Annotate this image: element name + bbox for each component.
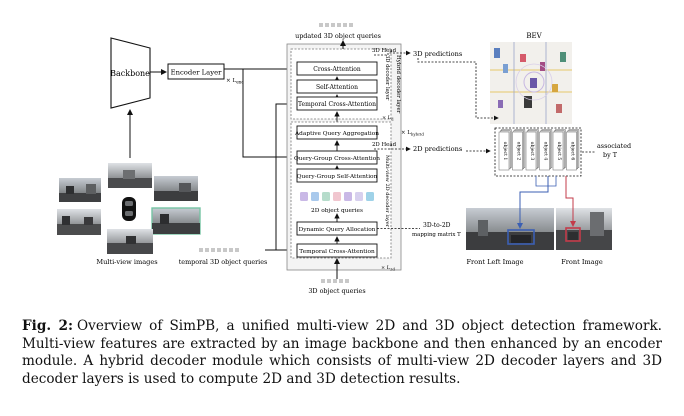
caption-text: Overview of SimPB, a unified multi-view …	[22, 318, 663, 387]
object-card: object 5	[552, 129, 566, 171]
query-2d-token	[311, 192, 319, 201]
front-left-image-label: Front Left Image	[466, 258, 523, 266]
temporal-cross-attention-bottom-block: Temporal Cross-Attention	[296, 243, 378, 258]
decoder-3d-layer-label: 3D decoder layer	[384, 55, 390, 101]
decoder-2d-layer-label: Multi-view 2D decoder layer	[384, 155, 390, 228]
pred-3d-label: 3D predictions	[413, 50, 463, 58]
encoder-layer-label: Encoder Layer	[171, 69, 222, 77]
front-image-label: Front Image	[561, 258, 603, 266]
multi-view-images-label: Multi-view images	[96, 258, 158, 266]
encoder-to-query-group-arrow	[242, 69, 296, 160]
object-label: object 1	[502, 142, 508, 161]
front-detection-box	[565, 227, 581, 242]
query-2d-token	[344, 192, 352, 201]
camera-image-4	[57, 209, 101, 235]
camera-image-5	[151, 207, 201, 235]
object-groups: object 1 object 2 object 3 object 4 object 5…	[494, 127, 582, 177]
encoder-layer-block: Encoder Layer × Lenc	[167, 63, 244, 85]
query-2d-token	[333, 192, 341, 201]
self-attention-block: Self-Attention	[296, 79, 378, 94]
figure-caption: Fig. 2:Overview of SimPB, a unified mult…	[22, 318, 662, 388]
front-image	[556, 208, 612, 250]
backbone-label: Backbone	[110, 69, 150, 78]
pred-2d-label: 2D predictions	[413, 145, 463, 153]
multi-view-images: Multi-view images	[57, 163, 201, 266]
hybrid-decoder-label: Hybrid decoder layer	[395, 55, 401, 114]
association-red-line	[565, 176, 576, 227]
query-group-self-attention-block: Query-Group Self-Attention	[296, 168, 378, 183]
front-left-image	[466, 208, 554, 250]
front-left-detection-box	[507, 229, 535, 245]
bev-panel: BEV	[490, 32, 572, 124]
queries-3d-bottom: 3D object queries	[308, 279, 366, 295]
head-2d-label: 2D Head	[372, 142, 397, 148]
temporal-queries-label: temporal 3D object queries	[179, 258, 268, 266]
queries-3d-bottom-label: 3D object queries	[308, 287, 365, 295]
camera-image-3	[154, 176, 198, 201]
backbone-block: Backbone	[110, 37, 151, 109]
head-3d-label: 3D Head	[372, 48, 397, 54]
object-card: object 4	[539, 129, 553, 171]
repeat-ld: × Ld	[382, 115, 394, 121]
svg-text:Cross-Attention: Cross-Attention	[313, 66, 361, 73]
dynamic-query-allocation-block: Dynamic Query Allocation	[296, 221, 378, 236]
query-2d-token	[355, 192, 363, 201]
query-2d-token	[300, 192, 308, 201]
associated-label-2: by T	[603, 151, 618, 159]
camera-image-2	[108, 163, 152, 188]
object-label: object 6	[570, 142, 576, 161]
svg-text:Self-Attention: Self-Attention	[316, 84, 358, 91]
pred3d-to-bev-arrow	[417, 58, 499, 121]
object-label: object 4	[543, 142, 549, 161]
cross-attention-block: Cross-Attention	[296, 61, 378, 76]
mapping-title: 3D-to-2D	[423, 222, 451, 229]
associated-label: associated	[597, 142, 631, 150]
svg-text:Temporal Cross-Attention: Temporal Cross-Attention	[298, 101, 376, 108]
svg-text:Temporal Cross-Attention: Temporal Cross-Attention	[299, 249, 375, 255]
svg-text:Dynamic Query Allocation: Dynamic Query Allocation	[299, 227, 376, 233]
object-card: object 1	[498, 129, 512, 171]
svg-text:Query-Group Cross-Attention: Query-Group Cross-Attention	[294, 156, 380, 162]
svg-text:Query-Group Self-Attention: Query-Group Self-Attention	[297, 174, 378, 180]
ego-car	[122, 197, 136, 221]
object-label: object 3	[529, 142, 535, 161]
mapping-subtitle: mapping matrix T	[412, 232, 461, 238]
object-card: object 3	[525, 129, 539, 171]
adaptive-query-aggregation-block: Adaptive Query Aggregation	[294, 125, 379, 140]
temporal-queries: temporal 3D object queries	[179, 248, 268, 266]
association-blue-bracket	[535, 176, 557, 187]
object-label: object 5	[556, 142, 562, 161]
bev-label: BEV	[526, 32, 542, 40]
object-label: object 2	[516, 142, 522, 161]
queries-2d-label: 2D object queries	[311, 208, 363, 214]
temporal-cross-attention-top-block: Temporal Cross-Attention	[296, 96, 378, 111]
query-group-cross-attention-block: Query-Group Cross-Attention	[294, 150, 380, 165]
svg-text:Adaptive Query Aggregation: Adaptive Query Aggregation	[294, 131, 379, 137]
updated-queries: updated 3D object queries	[295, 23, 381, 40]
query-2d-token	[322, 192, 330, 201]
object-card: object 2	[512, 129, 526, 171]
repeat-l2d: × L2d	[381, 265, 396, 271]
queries-2d	[300, 192, 374, 201]
camera-image-1	[59, 178, 101, 202]
repeat-lhybrid: × Lhybrid	[401, 130, 424, 136]
camera-image-6	[107, 229, 153, 254]
association-blue-line	[517, 176, 549, 229]
query-2d-token	[366, 192, 374, 201]
head-3d-arrow	[374, 50, 411, 56]
caption-label: Fig. 2:	[22, 318, 74, 334]
object-card: object 6	[566, 129, 580, 171]
updated-queries-label: updated 3D object queries	[295, 32, 381, 40]
encoder-repeat: × Lenc	[226, 78, 244, 85]
